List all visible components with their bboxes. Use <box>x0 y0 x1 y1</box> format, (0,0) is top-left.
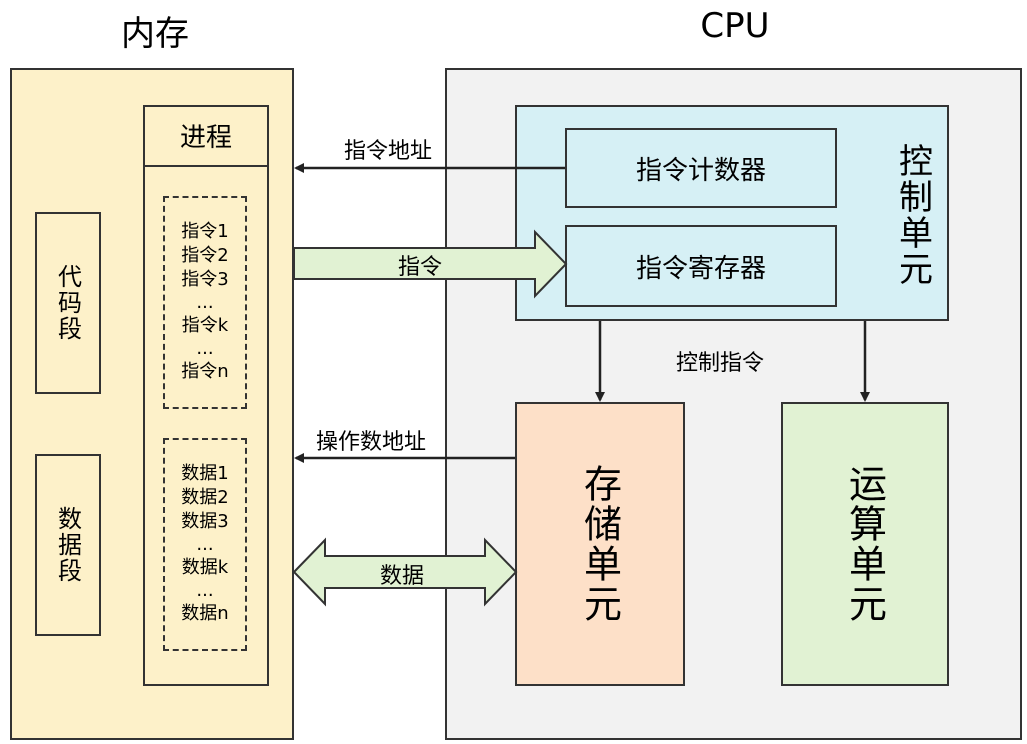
code-segment-label: 代码段 <box>53 264 82 342</box>
data-item: 数据3 <box>181 511 229 532</box>
alu-box: 运算单元 <box>781 402 949 686</box>
data-list: 数据1 数据2 数据3 ... 数据k ... 数据n <box>163 438 247 651</box>
data-ellipsis: ... <box>196 580 214 601</box>
instruction-label: 指令 <box>398 255 443 280</box>
process-title: 进程 <box>143 105 269 167</box>
data-item: 数据2 <box>181 487 229 508</box>
instruction-address-label: 指令地址 <box>344 139 433 164</box>
code-segment-box: 代码段 <box>35 212 101 394</box>
storage-unit-label: 存储单元 <box>577 464 622 624</box>
instruction-item: 指令3 <box>181 269 229 290</box>
cpu-title: CPU <box>700 6 770 46</box>
data-segment-label: 数据段 <box>53 506 82 584</box>
data-segment-box: 数据段 <box>35 454 101 636</box>
instruction-register-box: 指令寄存器 <box>565 225 837 307</box>
instruction-item: 指令n <box>181 361 229 382</box>
control-unit-box <box>515 105 949 321</box>
process-box <box>143 105 269 686</box>
instruction-item: 指令1 <box>181 221 229 242</box>
data-item: 数据k <box>181 557 229 578</box>
instruction-ellipsis: ... <box>196 292 214 313</box>
control-signal-label: 控制指令 <box>676 351 765 376</box>
program-counter-label: 指令计数器 <box>635 155 766 186</box>
instruction-register-label: 指令寄存器 <box>635 253 766 284</box>
control-unit-label-wrap: 控制单元 <box>885 120 941 310</box>
data-item: 数据1 <box>181 463 229 484</box>
alu-label: 运算单元 <box>842 464 887 624</box>
data-ellipsis: ... <box>196 534 214 555</box>
operand-address-label: 操作数地址 <box>316 430 427 455</box>
instruction-item: 指令k <box>181 315 229 336</box>
instruction-list: 指令1 指令2 指令3 ... 指令k ... 指令n <box>163 196 247 409</box>
control-unit-label: 控制单元 <box>892 143 933 287</box>
program-counter-box: 指令计数器 <box>565 128 837 208</box>
instruction-ellipsis: ... <box>196 338 214 359</box>
memory-title: 内存 <box>121 14 189 54</box>
storage-unit-box: 存储单元 <box>515 402 685 686</box>
data-label: 数据 <box>380 564 425 589</box>
data-item: 数据n <box>181 603 229 624</box>
instruction-item: 指令2 <box>181 245 229 266</box>
